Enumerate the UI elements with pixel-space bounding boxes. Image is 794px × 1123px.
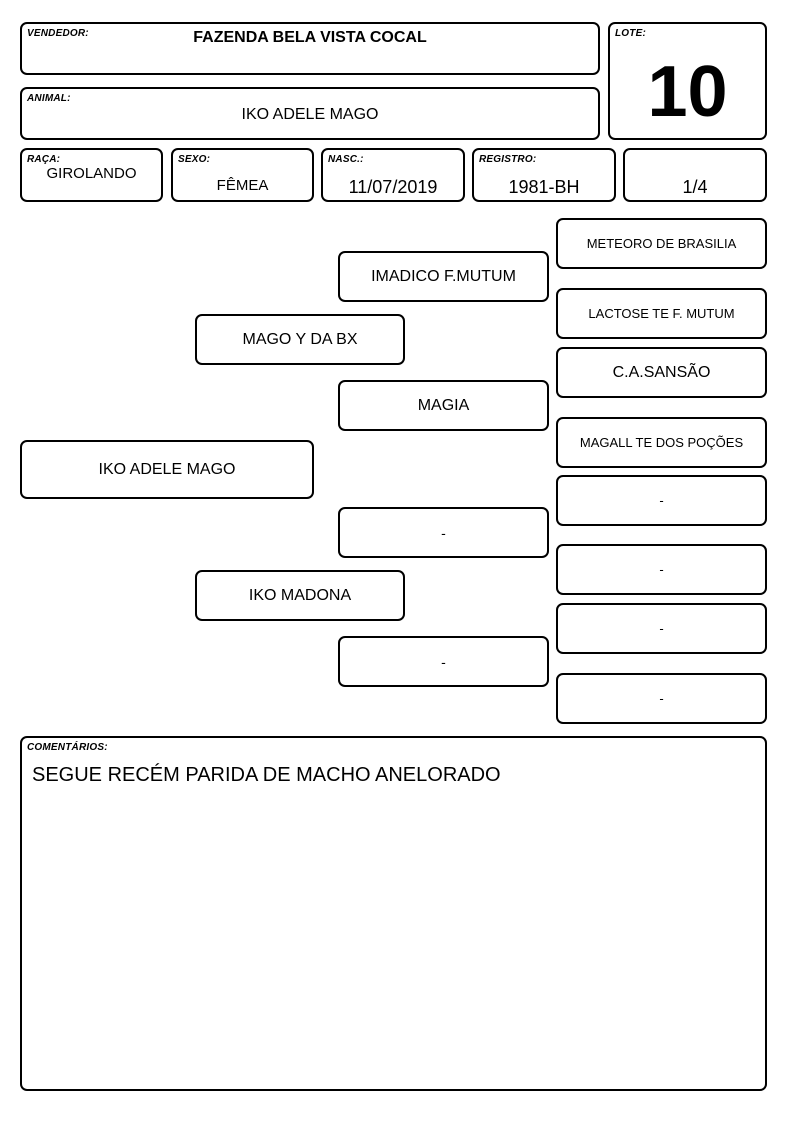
raca-box: RAÇA: GIROLANDO bbox=[20, 148, 163, 202]
nasc-value: 11/07/2019 bbox=[348, 177, 438, 197]
sexo-box: SEXO: FÊMEA bbox=[171, 148, 314, 202]
animal-label: ANIMAL: bbox=[27, 93, 71, 104]
pedigree-dam: IKO MADONA bbox=[195, 570, 405, 621]
raca-label: RAÇA: bbox=[27, 154, 61, 165]
nasc-box: NASC.: 11/07/2019 bbox=[321, 148, 465, 202]
pedigree-ggp-8: - bbox=[556, 673, 767, 724]
comments-label: COMENTÁRIOS: bbox=[27, 742, 108, 753]
pedigree-animal: IKO ADELE MAGO bbox=[20, 440, 314, 499]
pedigree-sire-dam: MAGIA bbox=[338, 380, 549, 431]
pedigree-dam-sire: - bbox=[338, 507, 549, 558]
registro-label: REGISTRO: bbox=[479, 154, 537, 165]
animal-box: ANIMAL: IKO ADELE MAGO bbox=[20, 87, 600, 140]
vendedor-value: FAZENDA BELA VISTA COCAL bbox=[193, 29, 427, 46]
registro-box: REGISTRO: 1981-BH bbox=[472, 148, 616, 202]
sexo-label: SEXO: bbox=[178, 154, 211, 165]
pedigree-dam-dam: - bbox=[338, 636, 549, 687]
comments-box: COMENTÁRIOS: SEGUE RECÉM PARIDA DE MACHO… bbox=[20, 736, 767, 1091]
pedigree-ggp-1: METEORO DE BRASILIA bbox=[556, 218, 767, 269]
pedigree-sire-sire: IMADICO F.MUTUM bbox=[338, 251, 549, 302]
lote-value: 10 bbox=[647, 52, 728, 132]
raca-value: GIROLANDO bbox=[46, 165, 137, 182]
sexo-value: FÊMEA bbox=[216, 177, 269, 194]
pedigree-ggp-3: C.A.SANSÃO bbox=[556, 347, 767, 398]
lote-label: LOTE: bbox=[615, 28, 646, 39]
pedigree-ggp-6: - bbox=[556, 544, 767, 595]
grau-sangue-box: 1/4 bbox=[623, 148, 767, 202]
pedigree-ggp-7: - bbox=[556, 603, 767, 654]
pedigree-ggp-2: LACTOSE TE F. MUTUM bbox=[556, 288, 767, 339]
pedigree-ggp-4: MAGALL TE DOS POÇÕES bbox=[556, 417, 767, 468]
lote-box: LOTE: 10 bbox=[608, 22, 767, 140]
vendedor-label: VENDEDOR: bbox=[27, 28, 89, 39]
nasc-label: NASC.: bbox=[328, 154, 364, 165]
registro-value: 1981-BH bbox=[508, 177, 580, 197]
comments-text: SEGUE RECÉM PARIDA DE MACHO ANELORADO bbox=[32, 764, 501, 786]
animal-value: IKO ADELE MAGO bbox=[241, 106, 379, 123]
pedigree-sire: MAGO Y DA BX bbox=[195, 314, 405, 365]
pedigree-ggp-5: - bbox=[556, 475, 767, 526]
grau-sangue-value: 1/4 bbox=[682, 177, 708, 197]
vendedor-box: VENDEDOR: FAZENDA BELA VISTA COCAL bbox=[20, 22, 600, 75]
